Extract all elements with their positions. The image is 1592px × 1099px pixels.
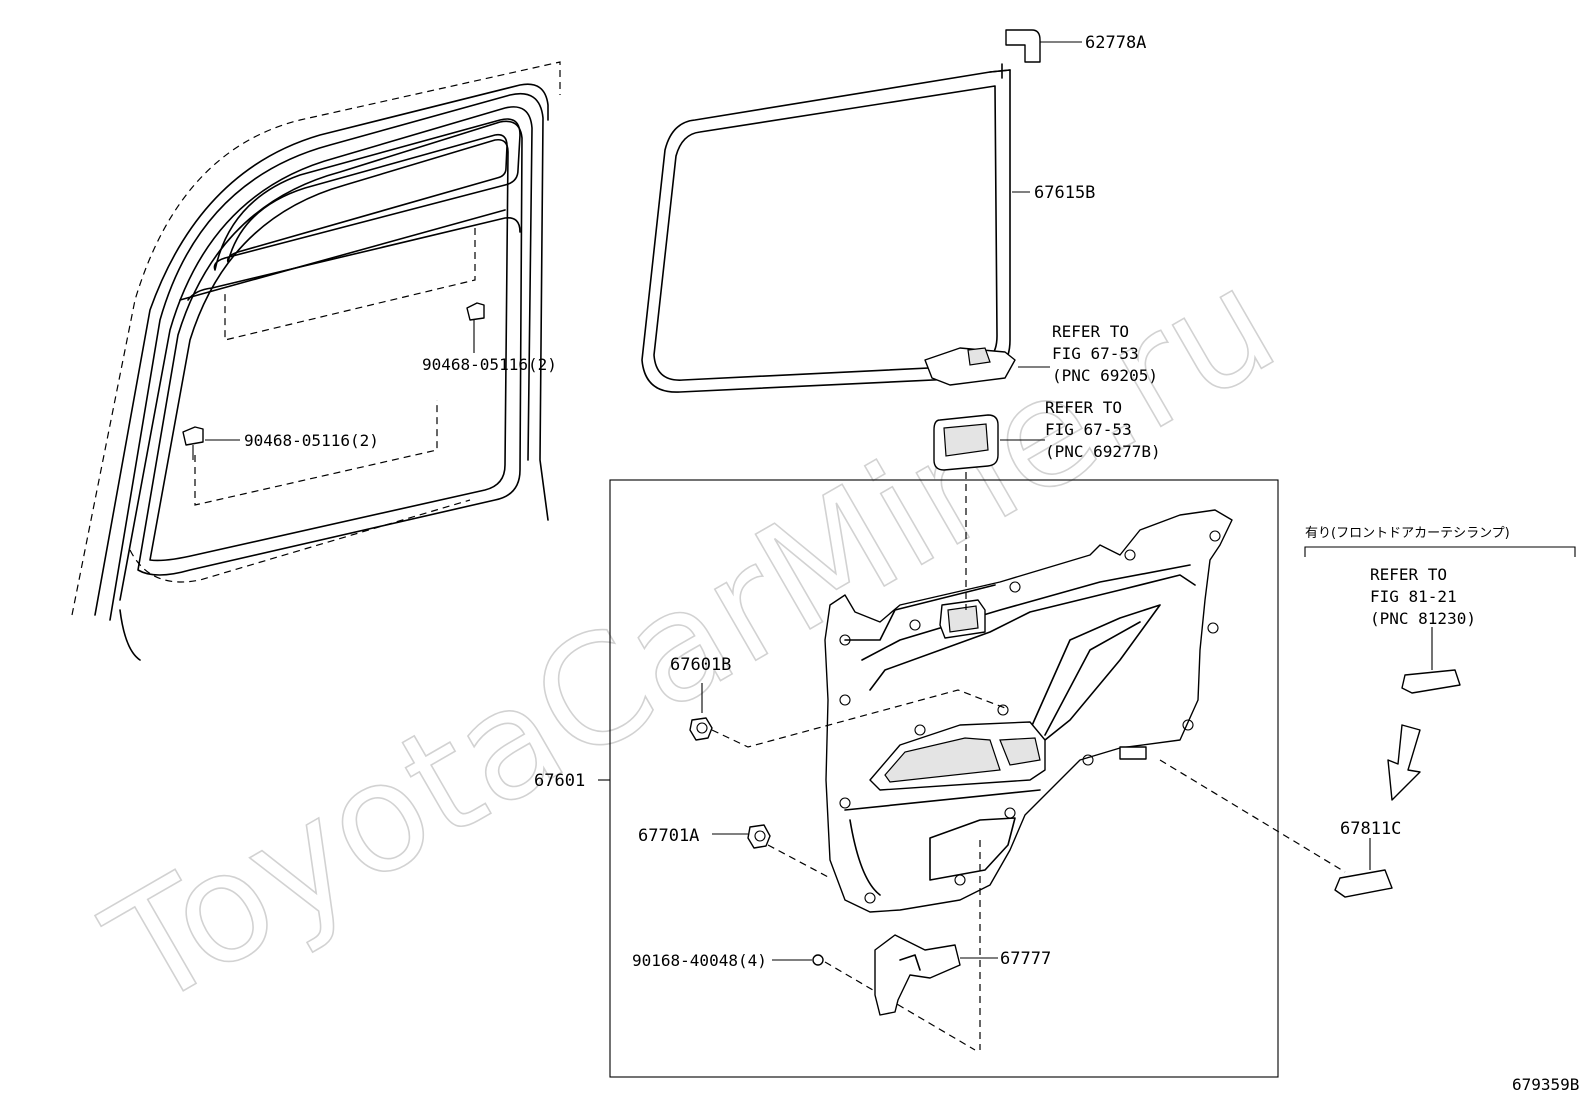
refer1-line3: (PNC 69205)	[1052, 366, 1158, 385]
refer3-line2: FIG 81-21	[1370, 587, 1457, 606]
inside-handle-69205	[924, 347, 1050, 386]
clip-67701A	[712, 824, 771, 849]
label-67701A: 67701A	[638, 826, 699, 846]
refer2-line3: (PNC 69277B)	[1045, 442, 1161, 461]
handle-bezel-69277B	[933, 414, 1045, 471]
conditional-note: 有り(フロントドアカーテシランプ)	[1305, 526, 1510, 541]
screw-90168	[772, 954, 824, 966]
door-trim-box	[609, 479, 1279, 1078]
door-trim-panel-drawing	[824, 509, 1233, 913]
clip-67601B	[689, 683, 713, 741]
panel-clip-holes	[839, 530, 1221, 904]
refer1-line2: FIG 67-53	[1052, 344, 1139, 363]
label-67777: 67777	[1000, 949, 1051, 969]
figure-code: 679359B	[1512, 1075, 1579, 1094]
refer1-line1: REFER TO	[1052, 322, 1129, 341]
label-67615B: 67615B	[1034, 183, 1095, 203]
refer2-line1: REFER TO	[1045, 398, 1122, 417]
refer2-line2: FIG 67-53	[1045, 420, 1132, 439]
door-frame-drawing	[71, 61, 561, 661]
label-67601: 67601	[534, 771, 585, 791]
label-67811C: 67811C	[1340, 819, 1401, 839]
refer3-line3: (PNC 81230)	[1370, 609, 1476, 628]
label-62778A: 62778A	[1085, 33, 1146, 53]
label-90468-upper: 90468-05116(2)	[422, 355, 557, 374]
weatherstrip-drawing	[641, 63, 1011, 393]
cap-62778A	[1005, 29, 1082, 63]
label-90168: 90168-40048(4)	[632, 951, 767, 970]
clip-90468-upper	[466, 302, 485, 353]
courtesy-lamp-group	[1304, 546, 1576, 898]
label-67601B: 67601B	[670, 655, 731, 675]
bracket-67777	[874, 934, 998, 1016]
refer3-line1: REFER TO	[1370, 565, 1447, 584]
clip-90468-lower	[182, 426, 240, 460]
label-90468-lower: 90468-05116(2)	[244, 431, 379, 450]
